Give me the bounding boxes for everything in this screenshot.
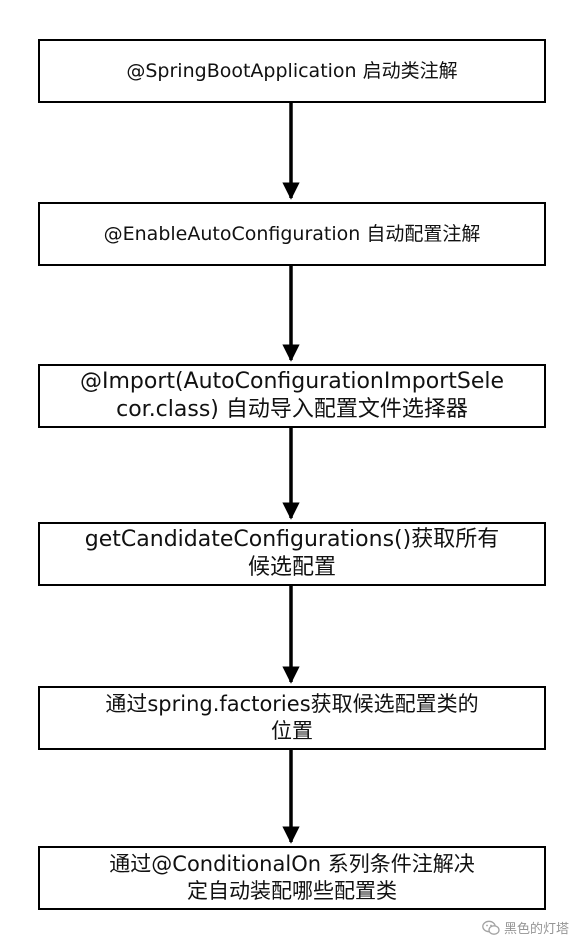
wechat-icon: [482, 920, 500, 936]
step-get-candidate-configurations: getCandidateConfigurations()获取所有 候选配置: [38, 522, 546, 586]
step-label: getCandidateConfigurations()获取所有 候选配置: [84, 526, 500, 580]
step-label: @Import(AutoConfigurationImportSele cor.…: [79, 368, 505, 422]
step-label: @SpringBootApplication 启动类注解: [126, 59, 458, 82]
step-label: @EnableAutoConfiguration 自动配置注解: [103, 222, 481, 245]
step-import-selector: @Import(AutoConfigurationImportSele cor.…: [38, 364, 546, 428]
watermark: 黑色的灯塔: [482, 918, 569, 937]
watermark-text: 黑色的灯塔: [503, 922, 569, 937]
step-spring-factories: 通过spring.factories获取候选配置类的 位置: [38, 686, 546, 750]
step-enableautoconfiguration: @EnableAutoConfiguration 自动配置注解: [38, 202, 546, 266]
step-conditional-on: 通过@ConditionalOn 系列条件注解决 定自动装配哪些配置类: [38, 846, 546, 910]
step-springbootapplication: @SpringBootApplication 启动类注解: [38, 39, 546, 103]
step-label: 通过@ConditionalOn 系列条件注解决 定自动装配哪些配置类: [109, 852, 475, 903]
step-label: 通过spring.factories获取候选配置类的 位置: [105, 692, 479, 743]
